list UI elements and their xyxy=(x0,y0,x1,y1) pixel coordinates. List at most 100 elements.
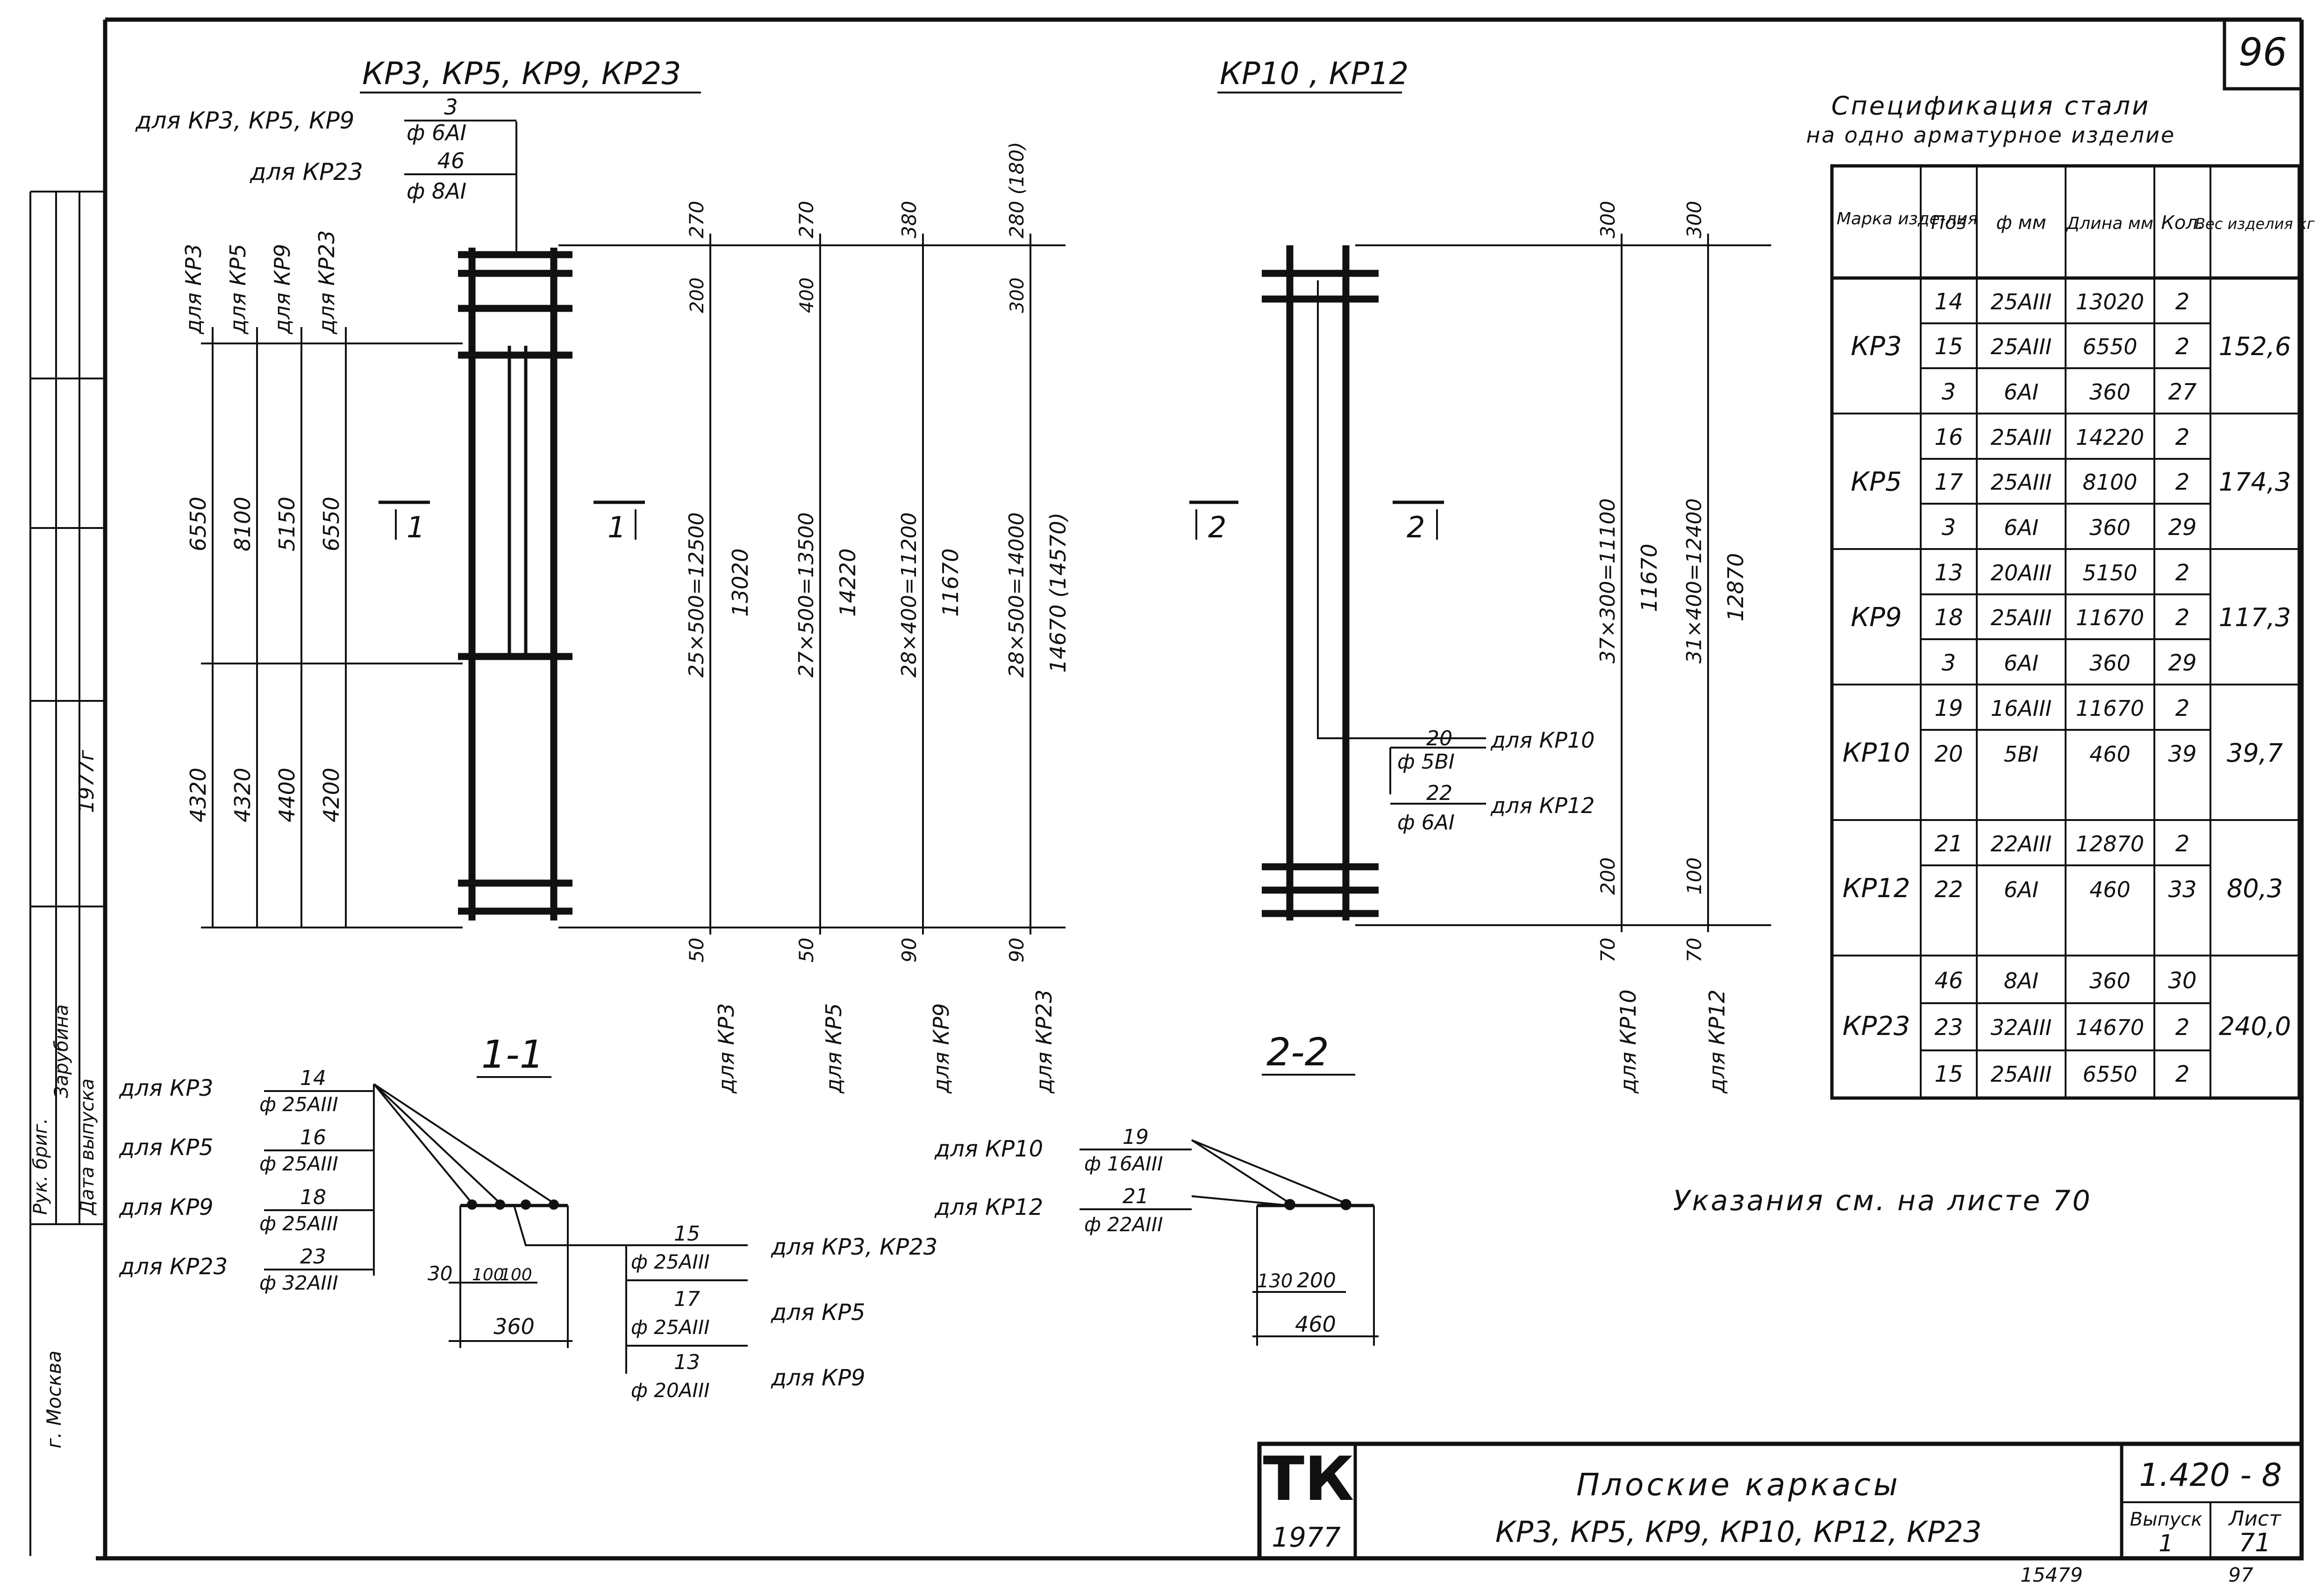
spec-mark-kp5: КР5 xyxy=(1851,467,1902,497)
left-view-title: КР3, КР5, КР9, КР23 xyxy=(362,56,681,92)
spec-cell: 16 xyxy=(1934,424,1963,450)
second-dim-1: 200 xyxy=(686,278,708,313)
s1-inner-2-label: для КР5 xyxy=(771,1299,865,1326)
s1-inner-1-pos: 15 xyxy=(674,1222,700,1246)
right-top-dim-2: 300 xyxy=(1683,201,1706,238)
second-dim-2: 400 xyxy=(796,278,818,313)
spec-cell: 15 xyxy=(1934,334,1963,360)
title-line-2: КР3, КР5, КР9, КР10, КР12, КР23 xyxy=(1495,1515,1982,1549)
footer-page: 97 xyxy=(2228,1563,2253,1584)
s1-bar-2-bar: ф 25АIII xyxy=(259,1152,338,1175)
spacing-2: 27×500=13500 xyxy=(794,512,818,678)
spec-mark-kp9: КР9 xyxy=(1851,602,1902,633)
right-spacing-1: 37×300=11100 xyxy=(1596,498,1620,664)
s1-dim-100a: 100 xyxy=(472,1265,504,1284)
spec-cell: 360 xyxy=(2089,968,2131,993)
spec-cell: 21 xyxy=(1934,831,1963,857)
title-issue: 1 xyxy=(2159,1530,2174,1557)
s1-bar-4-pos: 23 xyxy=(300,1245,326,1269)
s1-inner-3-pos: 13 xyxy=(674,1350,700,1374)
title-code: 1.420 - 8 xyxy=(2139,1457,2282,1494)
spec-cell: 39 xyxy=(2168,741,2196,767)
total-2: 14220 xyxy=(835,549,860,617)
bottom-dim-4: 90 xyxy=(1005,938,1028,963)
s1-inner-1-label: для КР3, КР23 xyxy=(771,1234,937,1260)
spec-cell: 14670 xyxy=(2076,1015,2144,1040)
right-dim-200: 200 xyxy=(1596,857,1619,895)
spec-cell: 6АI xyxy=(2004,379,2038,405)
top-dim-2: 270 xyxy=(795,201,818,238)
stirrup-kp23-bar: ф 8АI xyxy=(407,178,466,204)
spec-cell: 25АIII xyxy=(1991,289,2052,314)
right-total-2: 12870 xyxy=(1723,553,1748,621)
stirrup-top-bar: ф 6АI xyxy=(407,120,466,145)
spec-cell: 8100 xyxy=(2082,470,2137,495)
s1-bar-3-bar: ф 25АIII xyxy=(259,1212,338,1235)
s1-bar-4-label: для КР23 xyxy=(119,1254,228,1280)
s1-width: 360 xyxy=(493,1314,535,1339)
side-strip xyxy=(29,191,105,1556)
spec-cell: 11670 xyxy=(2076,696,2144,721)
spec-weight-kp23: 240,0 xyxy=(2219,1012,2291,1041)
spec-cell: 2 xyxy=(2175,1014,2190,1041)
s1-bar-3-pos: 18 xyxy=(300,1185,326,1209)
spec-cell: 29 xyxy=(2168,650,2196,676)
col-head-4: для КР23 xyxy=(314,230,339,335)
s2-bar-2-label: для КР12 xyxy=(934,1194,1043,1220)
spec-cell: 360 xyxy=(2089,515,2131,540)
right-view-title: КР10 , КР12 xyxy=(1220,56,1409,92)
sheet-stamp-year: 1977г xyxy=(75,749,99,813)
section-marks-2 xyxy=(1189,500,1444,540)
section-mark-1b: 1 xyxy=(608,510,626,544)
spec-cell: 460 xyxy=(2089,742,2131,767)
stirrup-kp23-label: для КР23 xyxy=(250,158,363,186)
sidebar-row-2: Зарубина xyxy=(51,1004,72,1098)
s2-dim-200: 200 xyxy=(1297,1269,1336,1292)
spec-cell: 2 xyxy=(2175,831,2190,857)
spec-head-dia: ф мм xyxy=(1996,212,2046,234)
total-3: 11670 xyxy=(938,549,963,617)
spec-cell: 29 xyxy=(2168,514,2196,541)
sidebar-city: г. Москва xyxy=(43,1350,65,1448)
right-dim-100: 100 xyxy=(1683,857,1706,895)
s1-dim-100b: 100 xyxy=(500,1265,532,1284)
for-label-3: для КР9 xyxy=(929,1003,954,1094)
spec-cell: 3 xyxy=(1942,514,1956,541)
section-2-callouts xyxy=(1080,1139,1379,1346)
bottom-dim-3: 90 xyxy=(898,938,921,963)
left-dim-columns xyxy=(201,327,463,928)
spec-cell: 3 xyxy=(1942,650,1956,676)
stirrup-20-label: для КР10 xyxy=(1490,728,1595,753)
spec-cell: 360 xyxy=(2089,379,2131,405)
sidebar-row-3: Дата выпуска xyxy=(77,1078,98,1216)
col-head-1: для КР3 xyxy=(181,244,206,335)
spec-cell: 6АI xyxy=(2004,515,2038,540)
right-spacing-2: 31×400=12400 xyxy=(1682,498,1706,664)
s2-bar-1-label: для КР10 xyxy=(934,1136,1043,1162)
spec-title: Спецификация стали xyxy=(1831,91,2150,121)
spec-mark-kp12: КР12 xyxy=(1843,873,1910,904)
spec-cell: 25АIII xyxy=(1991,1062,2052,1087)
spec-cell: 20 xyxy=(1934,741,1963,767)
spec-weight-kp5: 174,3 xyxy=(2219,467,2291,497)
spec-cell: 2 xyxy=(2175,560,2190,586)
s1-bar-4-bar: ф 32АIII xyxy=(259,1271,338,1294)
s2-bar-1-bar: ф 16АIII xyxy=(1084,1152,1163,1175)
spec-cell: 32АIII xyxy=(1991,1015,2052,1040)
spec-head-qty: Кол. xyxy=(2161,212,2203,234)
spec-cell: 18 xyxy=(1934,605,1963,631)
s2-bar-2-pos: 21 xyxy=(1123,1184,1149,1208)
spec-cell: 6АI xyxy=(2004,650,2038,676)
title-org: ТК xyxy=(1263,1443,1354,1514)
spec-cell: 13 xyxy=(1934,560,1963,586)
spec-mark-kp10: КР10 xyxy=(1843,738,1910,768)
right-bottom-dim-1: 70 xyxy=(1596,938,1619,963)
stirrup-kp23-pos: 46 xyxy=(437,148,465,173)
spec-cell: 14 xyxy=(1934,289,1963,315)
spec-cell: 2 xyxy=(2175,334,2190,360)
s1-bar-2-pos: 16 xyxy=(300,1126,326,1149)
title-block xyxy=(1257,1441,2304,1561)
s1-bar-2-label: для КР5 xyxy=(119,1134,214,1161)
spec-cell: 27 xyxy=(2168,379,2197,405)
